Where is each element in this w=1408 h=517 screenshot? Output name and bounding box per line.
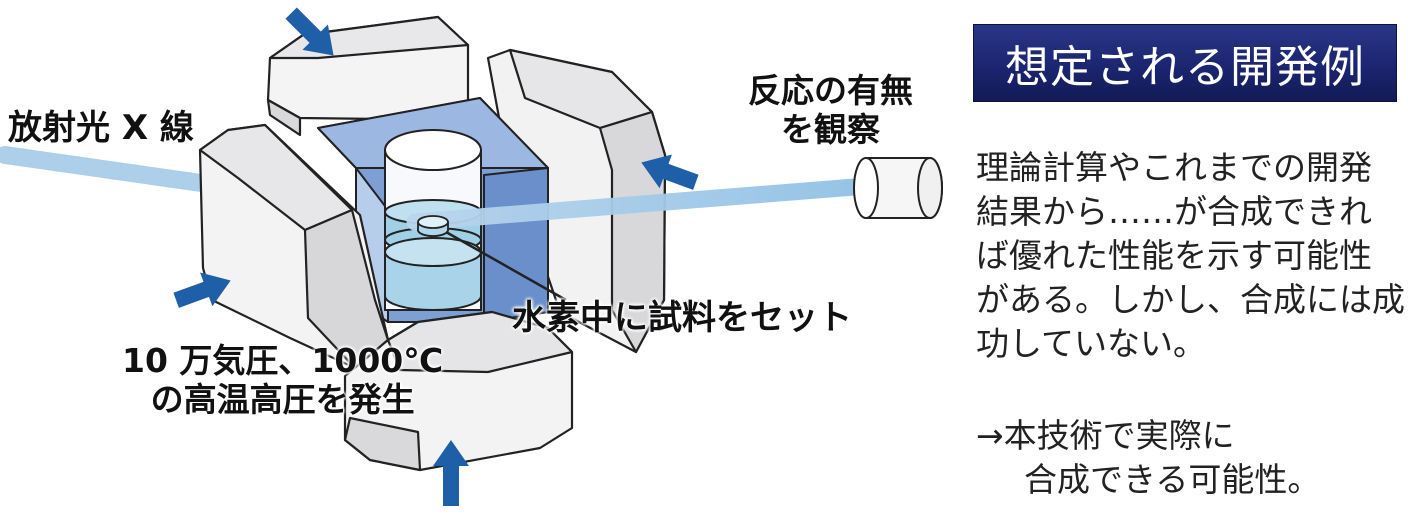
xray-beam-icon — [0, 146, 224, 194]
note-line: →本技術で実際に — [976, 416, 1235, 455]
pressure-label: 10 万気圧、1000℃ の高温高圧を発生 — [122, 341, 444, 420]
anvil-front-left — [198, 123, 390, 370]
observe-label: 反応の有無 を観察 — [748, 71, 913, 150]
sample-icon — [417, 215, 449, 237]
observe-label-line-2: を観察 — [781, 109, 880, 149]
detector-icon — [853, 157, 943, 219]
description-line: 理論計算やこれまでの開発 — [976, 148, 1372, 187]
sample-label: 水素中に試料をセット — [512, 298, 852, 338]
description-line: ば優れた性能を示す可能性 — [976, 236, 1372, 275]
panel-note: →本技術で実際に 合成できる可能性。 — [976, 414, 1404, 502]
description-line: 結果から……が合成できれ — [976, 192, 1372, 231]
anvil-bottom — [343, 310, 574, 472]
xray-label: 放射光 X 線 — [8, 108, 194, 148]
observe-label-line-1: 反応の有無 — [748, 71, 913, 110]
high-pressure-apparatus-diagram — [0, 7, 943, 506]
panel-title-box: 想定される開発例 — [974, 25, 1396, 101]
panel-title: 想定される開発例 — [1005, 42, 1365, 93]
pressure-arrow-icon — [173, 7, 699, 506]
transmitted-beam-icon — [406, 176, 889, 231]
panel-description: 理論計算やこれまでの開発 結果から……が合成できれ ば優れた性能を示す可能性 が… — [976, 146, 1405, 366]
description-line: がある。しかし、合成には成 — [976, 280, 1405, 319]
pressure-label-line-2: の高温高圧を発生 — [150, 379, 415, 419]
description-line: 功していない。 — [976, 324, 1207, 363]
sample-leader-line — [445, 230, 567, 302]
note-line: 合成できる可能性。 — [1024, 460, 1321, 499]
pressure-label-line-1: 10 万気圧、1000℃ — [122, 341, 444, 380]
